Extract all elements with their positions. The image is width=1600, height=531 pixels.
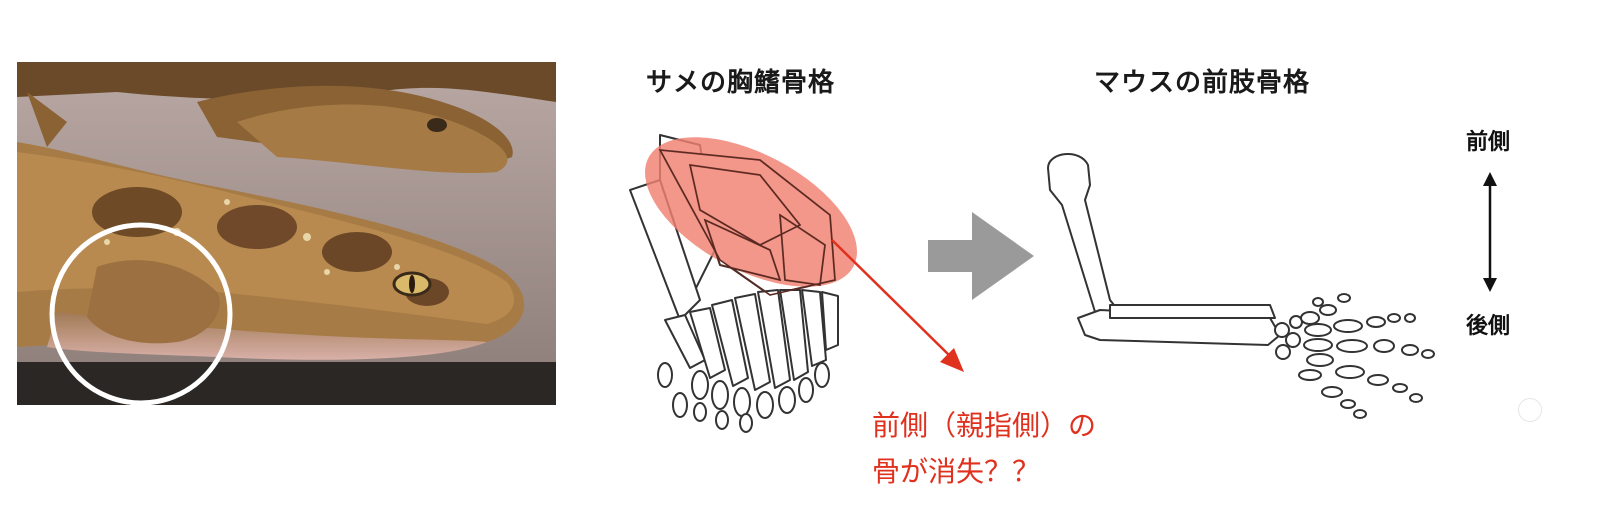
bone-loss-annotation: 前側（親指側）の 骨が消失？？ bbox=[872, 403, 1096, 495]
back-side-label: 後側 bbox=[1466, 314, 1511, 339]
shark-fin-skeleton-title: サメの胸鰭骨格 bbox=[646, 68, 836, 98]
annotation-line-1: 前側（親指側）の bbox=[872, 409, 1097, 442]
front-back-arrow-icon bbox=[1483, 172, 1497, 292]
mouse-forelimb-skeleton bbox=[1047, 152, 1435, 419]
front-side-label: 前側 bbox=[1466, 130, 1511, 155]
mouse-forelimb-skeleton-title: マウスの前肢骨格 bbox=[1094, 68, 1311, 98]
highlight-ellipse bbox=[645, 137, 857, 287]
shark-photo bbox=[17, 62, 556, 405]
red-arrow-icon bbox=[831, 239, 964, 372]
corner-dot bbox=[1518, 398, 1542, 422]
gray-arrow-icon bbox=[928, 212, 1034, 300]
annotation-line-2: 骨が消失？？ bbox=[872, 455, 1041, 488]
